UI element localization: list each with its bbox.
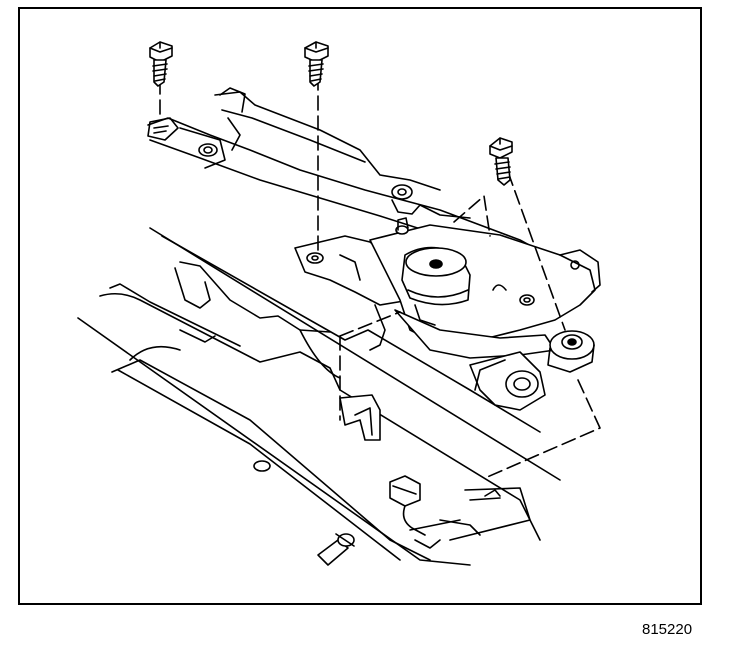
- cowl-panel: [78, 228, 560, 565]
- bolt-center: [305, 42, 328, 86]
- electrical-connector: [390, 476, 425, 535]
- loose-bolt: [318, 534, 354, 565]
- figure-number: 815220: [642, 621, 693, 638]
- wiper-transmission: [148, 88, 560, 262]
- illustration-frame: [18, 7, 702, 605]
- body-hole: [254, 461, 270, 471]
- callout-lines: [160, 76, 600, 478]
- bolt-left: [150, 42, 172, 86]
- bolt-right: [490, 138, 512, 185]
